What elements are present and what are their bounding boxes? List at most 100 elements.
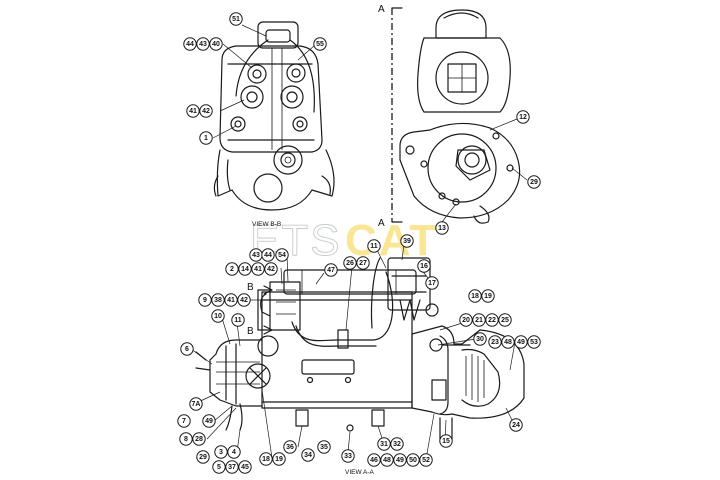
callout-number: 48 bbox=[383, 457, 391, 464]
callout-number: 49 bbox=[396, 457, 404, 464]
callout-circle bbox=[275, 248, 289, 262]
callout-circle bbox=[180, 342, 194, 356]
callout-number: 41 bbox=[254, 266, 262, 273]
callout-7a: 7A bbox=[189, 397, 203, 411]
callout-number: 50 bbox=[409, 457, 417, 464]
callout-circle bbox=[485, 313, 499, 327]
section-b-top: B bbox=[247, 282, 254, 293]
callout-number: 24 bbox=[512, 422, 520, 429]
callout-circle bbox=[209, 37, 223, 51]
callout-53: 53 bbox=[527, 335, 541, 349]
callout-49b: 49 bbox=[202, 414, 216, 428]
callout-24: 24 bbox=[509, 418, 523, 432]
callout-34: 34 bbox=[301, 448, 315, 462]
callout-5: 5 bbox=[212, 460, 226, 474]
callout-circle bbox=[196, 37, 210, 51]
callout-number: 5 bbox=[217, 464, 221, 471]
callout-circle bbox=[324, 263, 338, 277]
callout-circle bbox=[439, 434, 453, 448]
callout-circle bbox=[527, 175, 541, 189]
callout-circle bbox=[367, 239, 381, 253]
callout-39: 39 bbox=[400, 234, 414, 248]
callout-circle bbox=[272, 452, 286, 466]
callout-number: 19 bbox=[484, 293, 492, 300]
view-a-a-drawing: B B bbox=[195, 257, 525, 441]
callout-35: 35 bbox=[317, 440, 331, 454]
callout-circle bbox=[367, 453, 381, 467]
callout-23: 23 bbox=[488, 335, 502, 349]
callout-number: 7 bbox=[182, 418, 186, 425]
end-view-drawing bbox=[399, 9, 521, 224]
callout-circle bbox=[472, 313, 486, 327]
callout-circle bbox=[488, 335, 502, 349]
callout-29a: 29 bbox=[527, 175, 541, 189]
callout-29b: 29 bbox=[196, 450, 210, 464]
callout-32: 32 bbox=[390, 437, 404, 451]
callout-circle bbox=[199, 104, 213, 118]
callout-circle bbox=[417, 259, 431, 273]
callout-number: 27 bbox=[359, 260, 367, 267]
callout-number: 49 bbox=[517, 339, 525, 346]
callout-circle bbox=[196, 450, 210, 464]
view-b-b-drawing bbox=[213, 21, 335, 211]
callout-number: 43 bbox=[199, 41, 207, 48]
callout-circle bbox=[527, 335, 541, 349]
callout-number: 8 bbox=[184, 436, 188, 443]
callout-circle bbox=[459, 313, 473, 327]
watermark-cat: CAT bbox=[345, 216, 438, 265]
callout-number: 15 bbox=[442, 438, 450, 445]
callout-2: 2 bbox=[225, 262, 239, 276]
callout-number: 30 bbox=[476, 336, 484, 343]
callout-15: 15 bbox=[439, 434, 453, 448]
callout-number: 53 bbox=[530, 339, 538, 346]
callout-number: 11 bbox=[370, 243, 378, 250]
callout-number: 51 bbox=[232, 16, 240, 23]
callout-number: 17 bbox=[428, 280, 436, 287]
callout-circle bbox=[435, 221, 449, 235]
callout-number: 33 bbox=[344, 453, 352, 460]
callout-50: 50 bbox=[406, 453, 420, 467]
callout-circle bbox=[198, 293, 212, 307]
callout-28: 28 bbox=[192, 432, 206, 446]
callout-number: 40 bbox=[212, 41, 220, 48]
callout-19a: 19 bbox=[481, 289, 495, 303]
callout-number: 16 bbox=[420, 263, 428, 270]
callout-number: 42 bbox=[267, 266, 275, 273]
callout-circle bbox=[259, 452, 273, 466]
callout-circle bbox=[238, 262, 252, 276]
view-label-b-b: VIEW B-B bbox=[252, 221, 281, 228]
callout-circle bbox=[501, 335, 515, 349]
callout-21: 21 bbox=[472, 313, 486, 327]
callout-circle bbox=[301, 448, 315, 462]
callout-number: 35 bbox=[320, 444, 328, 451]
callout-number: 4 bbox=[232, 449, 236, 456]
callout-51: 51 bbox=[229, 12, 243, 26]
callout-circle bbox=[481, 289, 495, 303]
callout-43a: 43 bbox=[196, 37, 210, 51]
callout-27: 27 bbox=[356, 256, 370, 270]
callout-circle bbox=[390, 437, 404, 451]
callout-number: 26 bbox=[346, 260, 354, 267]
callout-circle bbox=[229, 12, 243, 26]
callout-number: 34 bbox=[304, 452, 312, 459]
callout-10: 10 bbox=[211, 309, 225, 323]
callout-31: 31 bbox=[377, 437, 391, 451]
callout-number: 18 bbox=[262, 456, 270, 463]
callout-circle bbox=[400, 234, 414, 248]
callout-circle bbox=[177, 414, 191, 428]
callout-circle bbox=[211, 293, 225, 307]
callout-number: 22 bbox=[488, 317, 496, 324]
callout-circle bbox=[186, 104, 200, 118]
callout-number: 20 bbox=[462, 317, 470, 324]
callout-54: 54 bbox=[275, 248, 289, 262]
callout-19b: 19 bbox=[272, 452, 286, 466]
callout-number: 44 bbox=[186, 41, 194, 48]
callout-circle bbox=[514, 335, 528, 349]
callout-number: 11 bbox=[234, 317, 242, 324]
callout-number: 54 bbox=[278, 252, 286, 259]
callout-number: 42 bbox=[202, 108, 210, 115]
callout-circle bbox=[227, 445, 241, 459]
callout-circle bbox=[261, 248, 275, 262]
